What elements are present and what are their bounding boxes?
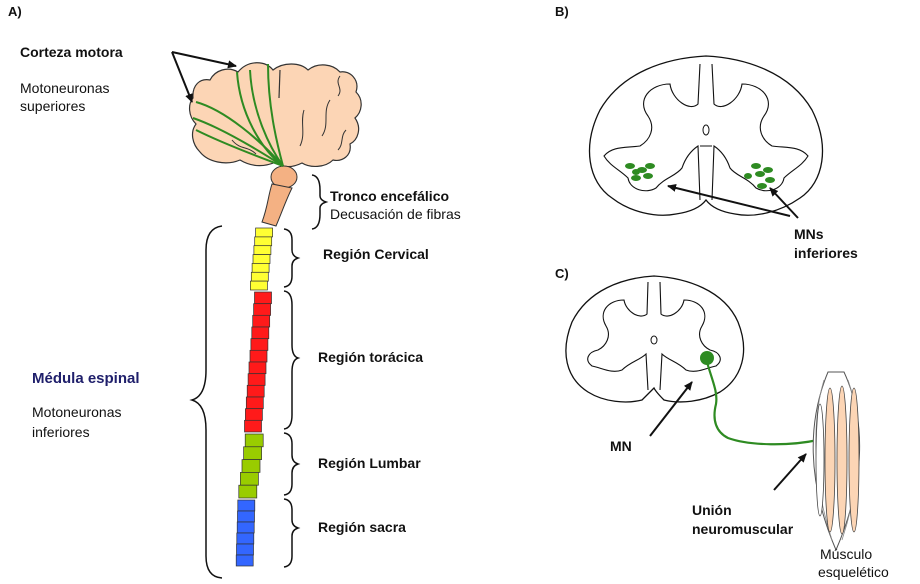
arrow-to-junction — [774, 454, 806, 490]
upper-mn-line1: Motoneuronas — [20, 80, 110, 98]
medulla-brace — [192, 226, 222, 578]
lower-mn-line1: Motoneuronas — [32, 404, 122, 422]
cervical-brace — [284, 229, 298, 287]
skeletal-muscle — [813, 372, 859, 550]
cord-segment-lumbar — [239, 485, 257, 498]
cord-segment-thoracic — [249, 362, 266, 374]
upper-mn-line2: superiores — [20, 98, 85, 116]
cord-segment-thoracic — [245, 420, 262, 432]
panel-label-c: C) — [555, 266, 569, 282]
central-canal-c — [651, 336, 657, 344]
region-thoracic-label: Región torácica — [318, 349, 423, 367]
cord-segment-sacral — [238, 500, 255, 511]
cord-segment-thoracic — [255, 292, 272, 304]
cord-segment-cervical — [254, 246, 271, 255]
cortex-title: Corteza motora — [20, 44, 123, 62]
panel-label-a: A) — [8, 4, 22, 20]
brainstem-brace — [312, 175, 326, 229]
cord-segment-thoracic — [245, 409, 262, 421]
cord-segment-lumbar — [245, 434, 263, 447]
cord-segment-sacral — [238, 511, 255, 522]
cord-segment-cervical — [255, 237, 272, 246]
brain-outline — [190, 63, 362, 167]
cord-segment-sacral — [236, 555, 253, 566]
cord-segment-thoracic — [247, 385, 264, 397]
cord-segment-thoracic — [248, 374, 265, 386]
region-lumbar-label: Región Lumbar — [318, 455, 421, 473]
central-canal-b — [703, 125, 709, 135]
cord-segment-cervical — [252, 263, 269, 272]
brainstem-title: Tronco encefálico — [330, 188, 449, 206]
pons-shape — [262, 184, 292, 226]
cord-segment-thoracic — [253, 315, 270, 327]
thoracic-brace — [284, 291, 298, 429]
cord-segment-sacral — [237, 522, 254, 533]
cord-segment-lumbar — [240, 472, 258, 485]
panel-label-b: B) — [555, 4, 569, 20]
cord-segment-cervical — [250, 281, 267, 290]
cord-title: Médula espinal — [32, 370, 140, 389]
junction-label-line1: Unión — [692, 502, 732, 520]
cord-segment-cervical — [251, 272, 268, 281]
cord-segment-thoracic — [252, 327, 269, 339]
region-cervical-label: Región Cervical — [323, 246, 429, 264]
lumbar-brace — [284, 433, 298, 495]
cord-segment-thoracic — [246, 397, 263, 409]
region-sacral-label: Región sacra — [318, 519, 406, 537]
cord-segment-lumbar — [244, 447, 262, 460]
mn-label: MN — [610, 438, 632, 456]
junction-label-line2: neuromuscular — [692, 521, 793, 539]
muscle-label-line2: esquelético — [818, 564, 889, 582]
arrow-to-cortex — [172, 52, 192, 102]
cord-segment-sacral — [237, 544, 254, 555]
lower-mns-label-line2: inferiores — [794, 245, 858, 263]
cord-segment-thoracic — [254, 304, 271, 316]
lower-mn-line2: inferiores — [32, 424, 90, 442]
cord-segment-cervical — [253, 255, 270, 264]
spinal-cord — [236, 228, 272, 566]
cross-section-b-outline — [590, 56, 823, 215]
lower-mns-label-line1: MNs — [794, 226, 824, 244]
arrow-to-cortex — [172, 52, 236, 66]
sacral-brace — [284, 499, 298, 567]
muscle-label-line1: Músculo — [820, 546, 872, 564]
cord-segment-thoracic — [250, 350, 267, 362]
cord-segment-cervical — [256, 228, 273, 237]
cord-segment-sacral — [237, 533, 254, 544]
brainstem-subtitle: Decusación de fibras — [330, 206, 461, 224]
cord-segment-thoracic — [251, 339, 268, 351]
cord-segment-lumbar — [242, 460, 260, 473]
